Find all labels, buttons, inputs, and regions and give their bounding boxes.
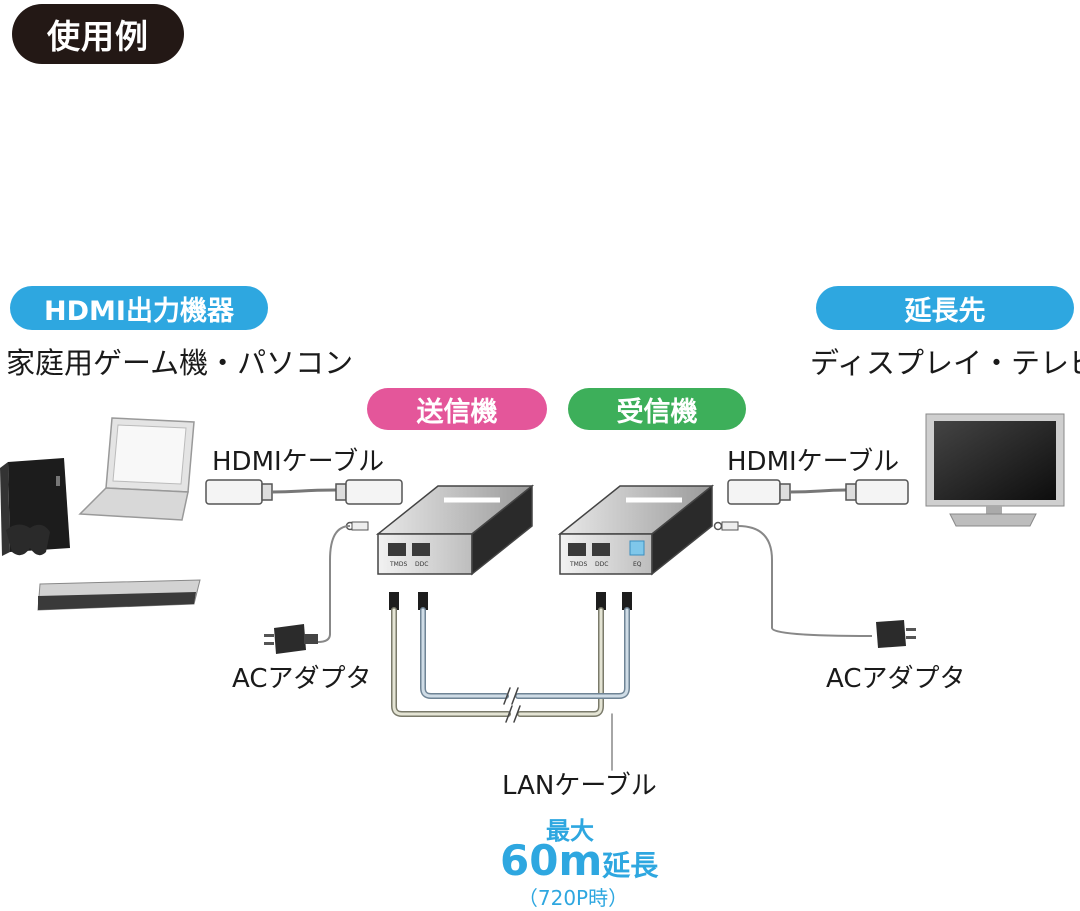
- media-player-icon: [37, 579, 201, 611]
- transmitter-device-icon: [375, 484, 535, 576]
- distance-length: 60m 延長: [500, 836, 680, 885]
- game-controller-icon: [6, 524, 50, 556]
- ac-adapter-label-left: ACアダプタ: [232, 664, 372, 694]
- lan-cable-label: LANケーブル: [502, 771, 657, 801]
- laptop-icon: [78, 417, 195, 521]
- source-devices-label: 家庭用ゲーム機・パソコン: [6, 346, 354, 380]
- ac-adapter-left-icon: [264, 521, 369, 654]
- source-badge: HDMI出力機器: [10, 286, 268, 330]
- target-devices-label: ディスプレイ・テレビ: [810, 346, 1080, 380]
- ac-adapter-right-icon: [713, 521, 916, 648]
- transmitter-badge: 送信機: [367, 388, 547, 430]
- hdmi-cable-label-left: HDMIケーブル: [212, 447, 385, 477]
- hdmi-cable-right-icon: [727, 479, 909, 505]
- target-badge: 延長先: [816, 286, 1074, 330]
- distance-number: 60m: [500, 836, 603, 885]
- television-icon: [925, 413, 1065, 527]
- receiver-port-eq: EQ: [633, 561, 642, 568]
- receiver-port-ddc: DDC: [595, 561, 608, 568]
- transmitter-port-ddc: DDC: [415, 561, 428, 568]
- distance-suffix: 延長: [602, 849, 659, 882]
- receiver-port-tmds: TMDS: [569, 561, 587, 568]
- ac-adapter-label-right: ACアダプタ: [826, 664, 966, 694]
- distance-max-label: 最大: [546, 817, 594, 845]
- hdmi-cable-left-icon: [205, 479, 403, 505]
- page-title: 使用例: [12, 4, 184, 64]
- receiver-badge: 受信機: [568, 388, 746, 430]
- lan-cable-icon: [389, 592, 632, 771]
- transmitter-port-tmds: TMDS: [389, 561, 407, 568]
- hdmi-cable-label-right: HDMIケーブル: [727, 447, 900, 477]
- receiver-device-icon: [557, 484, 715, 576]
- distance-note: （720P時）: [517, 886, 629, 910]
